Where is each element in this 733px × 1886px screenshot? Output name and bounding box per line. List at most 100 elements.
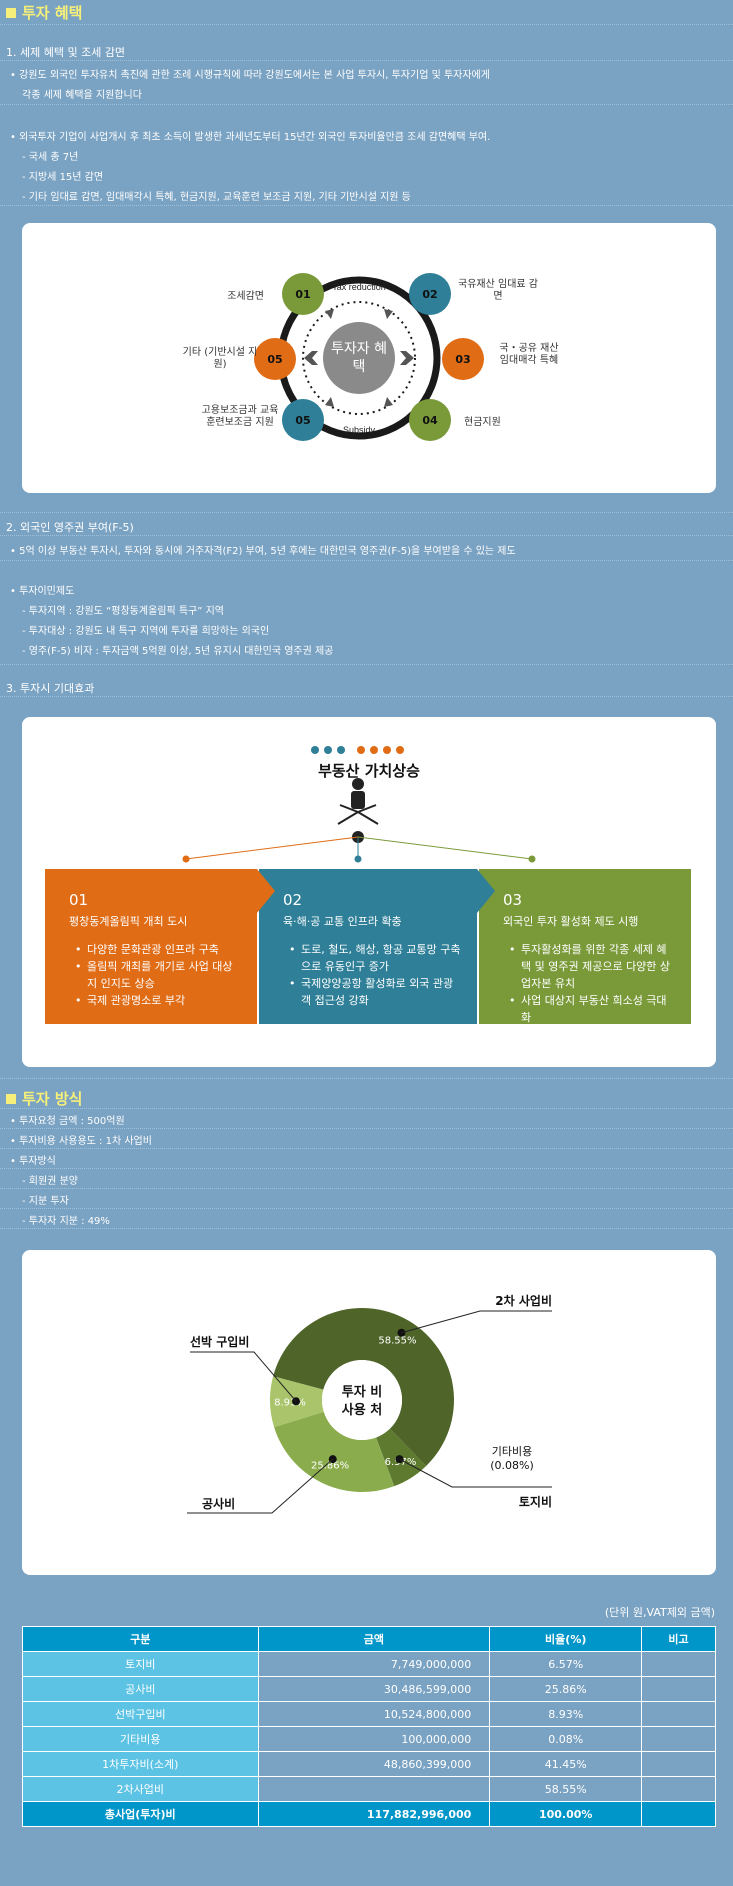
list-item: - 회원권 분양 <box>22 1176 78 1187</box>
section-title-benefits: 투자 혜택 <box>6 2 82 23</box>
divider <box>0 1188 733 1189</box>
effect-item: 올림픽 개최를 개기로 사업 대상지 인지도 상승 <box>75 958 241 992</box>
arrow-upright-icon <box>384 309 393 319</box>
arrow-left-icon <box>304 351 318 365</box>
table-cell <box>641 1776 716 1802</box>
subheading-effects: 3. 투자시 기대효과 <box>6 682 95 695</box>
effect-box-03: 03 외국인 투자 활성화 제도 시행 투자활성화를 위한 각종 세제 혜택 및… <box>479 869 691 1024</box>
divider <box>0 535 733 536</box>
label-cash: 현금지원 <box>464 417 501 428</box>
other-cost-label-2: (0.08%) <box>490 1459 534 1472</box>
text-line: 각종 세제 혜택을 지원합니다 <box>22 90 142 101</box>
node-05 <box>282 399 324 441</box>
slice-pct-label-3: 25.86% <box>311 1461 349 1472</box>
divider <box>0 60 733 61</box>
list-item: - 국세 총 7년 <box>22 152 79 163</box>
table-cell <box>641 1726 716 1752</box>
donut-hole <box>322 1360 402 1440</box>
label-etc: 기타 (기반시설 지원) <box>182 347 258 370</box>
table-cell: 0.08% <box>489 1726 643 1752</box>
title-square-icon <box>6 7 16 18</box>
text-line: • 외국투자 기업이 사업개시 후 최초 소득이 발생한 과세년도부터 15년간… <box>10 132 491 143</box>
effect-box-01: 01 평창동계올림픽 개최 도시 다양한 문화관광 인프라 구축 올림픽 개최를… <box>45 869 257 1024</box>
node-05-num: 05 <box>295 414 310 427</box>
arrow-notch-icon <box>477 869 495 913</box>
effect-item: 도로, 철도, 해상, 항공 교통망 구축으로 유동인구 증가 <box>289 941 461 975</box>
text-line: • 투자비용 사용용도 : 1차 사업비 <box>10 1136 152 1147</box>
list-item: - 투자지역 : 강원도 “평창동계올림픽 특구” 지역 <box>22 606 225 617</box>
node-02 <box>409 273 451 315</box>
divider <box>0 1228 733 1229</box>
effect-box-02: 02 육·해·공 교통 인프라 확충 도로, 철도, 해상, 항공 교통망 구축… <box>259 869 477 1024</box>
arrow-downright-icon <box>384 397 393 407</box>
table-cell: 100,000,000 <box>257 1726 491 1752</box>
effect-num: 03 <box>503 891 523 909</box>
callout-line-4 <box>190 1351 297 1402</box>
effect-num: 02 <box>283 891 303 909</box>
arrow-upleft-icon <box>325 309 334 319</box>
callout-label-1: 토지비 <box>519 1494 552 1509</box>
divider <box>0 696 733 697</box>
node-03 <box>442 338 484 380</box>
table-cell <box>641 1676 716 1702</box>
effects-title: 부동산 가치상승 <box>318 762 420 780</box>
effect-item: 다양한 문화관광 인프라 구축 <box>75 941 241 958</box>
divider <box>0 512 733 513</box>
label-employment: 고용보조금과 교육훈련보조금 지원 <box>201 405 279 428</box>
center-label: 투자자 혜택 <box>331 341 387 375</box>
text-line: • 투자방식 <box>10 1156 56 1167</box>
effect-num: 01 <box>69 891 89 909</box>
effect-title: 외국인 투자 활성화 제도 시행 <box>503 915 639 928</box>
text-line: • 5억 이상 부동산 투자시, 투자와 동시에 거주자격(F2) 부여, 5년… <box>10 546 516 557</box>
list-item: - 투자대상 : 강원도 내 특구 지역에 투자를 희망하는 외국인 <box>22 626 270 637</box>
effects-card: 부동산 가치상승 01 평창동계올림픽 개최 도시 다양한 문화관광 인프라 구… <box>22 717 716 1067</box>
slice-pct-label-4: 8.93% <box>274 1397 306 1408</box>
table-cell: 8.93% <box>489 1701 643 1727</box>
divider <box>0 1128 733 1129</box>
table-cell: 25.86% <box>489 1676 643 1702</box>
callout-line-1 <box>399 1458 552 1488</box>
list-item: - 지방세 15년 감면 <box>22 172 104 183</box>
table-header-row: 구분 금액 비율(%) 비고 <box>22 1626 716 1652</box>
table-cell: 7,749,000,000 <box>257 1651 491 1677</box>
header-cell: 비율(%) <box>489 1626 643 1652</box>
divider <box>0 560 733 561</box>
node-05b <box>254 338 296 380</box>
businessman-icon <box>337 778 379 825</box>
table-cell <box>641 1751 716 1777</box>
donut-center-label-1: 투자 비 <box>342 1385 382 1400</box>
usage-donut-chart: 투자 비사용 처58.55%6.57%25.86%8.93%2차 사업비토지비공… <box>187 1293 552 1514</box>
table-row: 토지비 7,749,000,000 6.57% <box>22 1651 716 1677</box>
list-item: - 기타 임대료 감면, 임대매각시 특혜, 현금지원, 교육훈련 보조금 지원… <box>22 192 411 203</box>
table-cell: 공사비 <box>22 1676 259 1702</box>
benefits-diagram-card: Tax reduction Subsidy 01 02 03 04 05 05 … <box>22 223 716 493</box>
label-lease-sale: 국・공유 재산 임대매각 특혜 <box>499 343 559 366</box>
table-cell: 30,486,599,000 <box>257 1676 491 1702</box>
divider <box>0 1168 733 1169</box>
other-cost-label-1: 기타비용 <box>492 1445 532 1458</box>
table-cell: 선박구입비 <box>22 1701 259 1727</box>
header-cell: 비고 <box>641 1626 716 1652</box>
list-item: - 지분 투자 <box>22 1196 69 1207</box>
table-cell: 1차투자비(소계) <box>22 1751 259 1777</box>
label-rent-cut: 국유재산 임대료 감면 <box>458 279 538 302</box>
table-cell: 58.55% <box>489 1776 643 1802</box>
callout-line-3 <box>187 1458 334 1514</box>
callout-line-0 <box>401 1310 552 1334</box>
divider <box>0 1078 733 1079</box>
list-item: - 투자자 지분 : 49% <box>22 1216 110 1227</box>
table-cell <box>641 1701 716 1727</box>
table-row: 2차사업비 58.55% <box>22 1776 716 1802</box>
node-03-num: 03 <box>455 353 470 366</box>
pie-slice-0 <box>273 1308 454 1466</box>
text-line: • 강원도 외국인 투자유치 촉진에 관한 조례 시행규칙에 따라 강원도에서는… <box>10 70 490 81</box>
table-cell: 41.45% <box>489 1751 643 1777</box>
table-cell: 48,860,399,000 <box>257 1751 491 1777</box>
list-item: - 영주(F-5) 비자 : 투자금액 5억원 이상, 5년 유지시 대한민국 … <box>22 646 334 657</box>
callout-label-0: 2차 사업비 <box>495 1293 552 1308</box>
label-tax-cut: 조세감면 <box>227 291 264 302</box>
node-05b-num: 05 <box>267 353 282 366</box>
node-02-num: 02 <box>422 288 437 301</box>
text-line: • 투자요청 금액 : 500억원 <box>10 1116 125 1127</box>
unit-note: (단위 원,VAT제외 금액) <box>604 1606 715 1619</box>
